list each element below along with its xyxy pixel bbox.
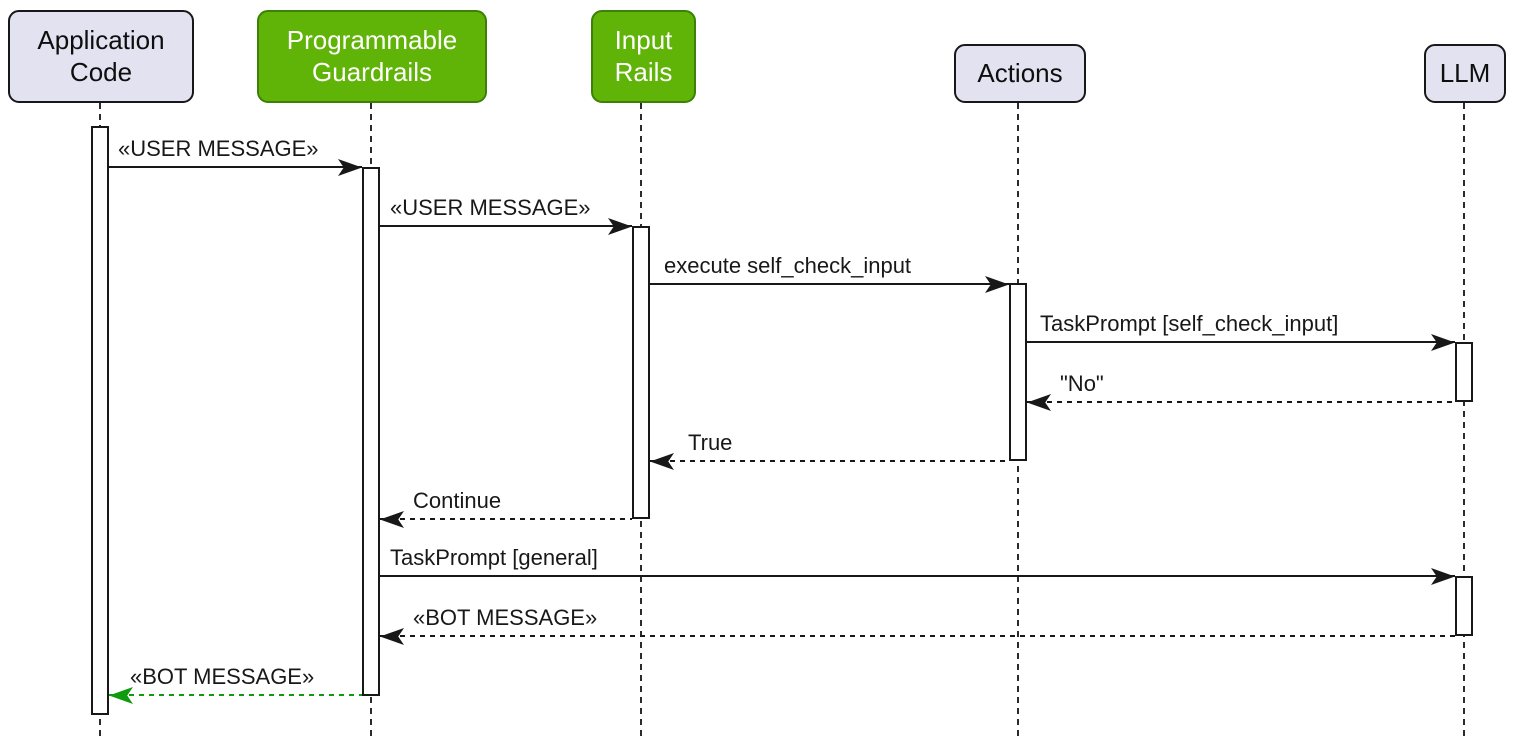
participant-application-code: Application Code	[8, 10, 194, 103]
message-label: TaskPrompt [general]	[390, 545, 598, 570]
participant-input-rails: Input Rails	[591, 10, 696, 103]
message-label: «USER MESSAGE»	[118, 136, 319, 161]
participant-programmable-guardrails: Programmable Guardrails	[257, 10, 487, 103]
message-line	[380, 225, 632, 227]
message-label: execute self_check_input	[664, 253, 912, 278]
activation-actions	[1009, 283, 1027, 461]
lifeline-llm	[1463, 103, 1465, 736]
activation-llm-2	[1455, 576, 1473, 636]
message-label: «BOT MESSAGE»	[130, 664, 315, 689]
activation-llm-1	[1455, 342, 1473, 402]
participant-actions: Actions	[954, 44, 1086, 103]
message-label: "No"	[1060, 371, 1104, 396]
message-label: Continue	[413, 488, 502, 513]
message-line	[109, 694, 362, 696]
message-line	[1027, 401, 1455, 403]
message-line	[380, 575, 1455, 577]
activation-programmable-guardrails	[362, 167, 380, 696]
message-line	[650, 460, 1009, 462]
message-line	[1027, 341, 1455, 343]
message-label: «USER MESSAGE»	[390, 195, 591, 220]
message-label: True	[688, 430, 733, 455]
message-line	[109, 166, 362, 168]
message-line	[650, 283, 1009, 285]
activation-application-code	[91, 126, 109, 715]
message-label: TaskPrompt [self_check_input]	[1040, 311, 1339, 336]
message-line	[380, 518, 632, 520]
message-label: «BOT MESSAGE»	[413, 605, 598, 630]
message-line	[380, 635, 1455, 637]
activation-input-rails	[632, 226, 650, 519]
participant-llm: LLM	[1424, 44, 1506, 103]
